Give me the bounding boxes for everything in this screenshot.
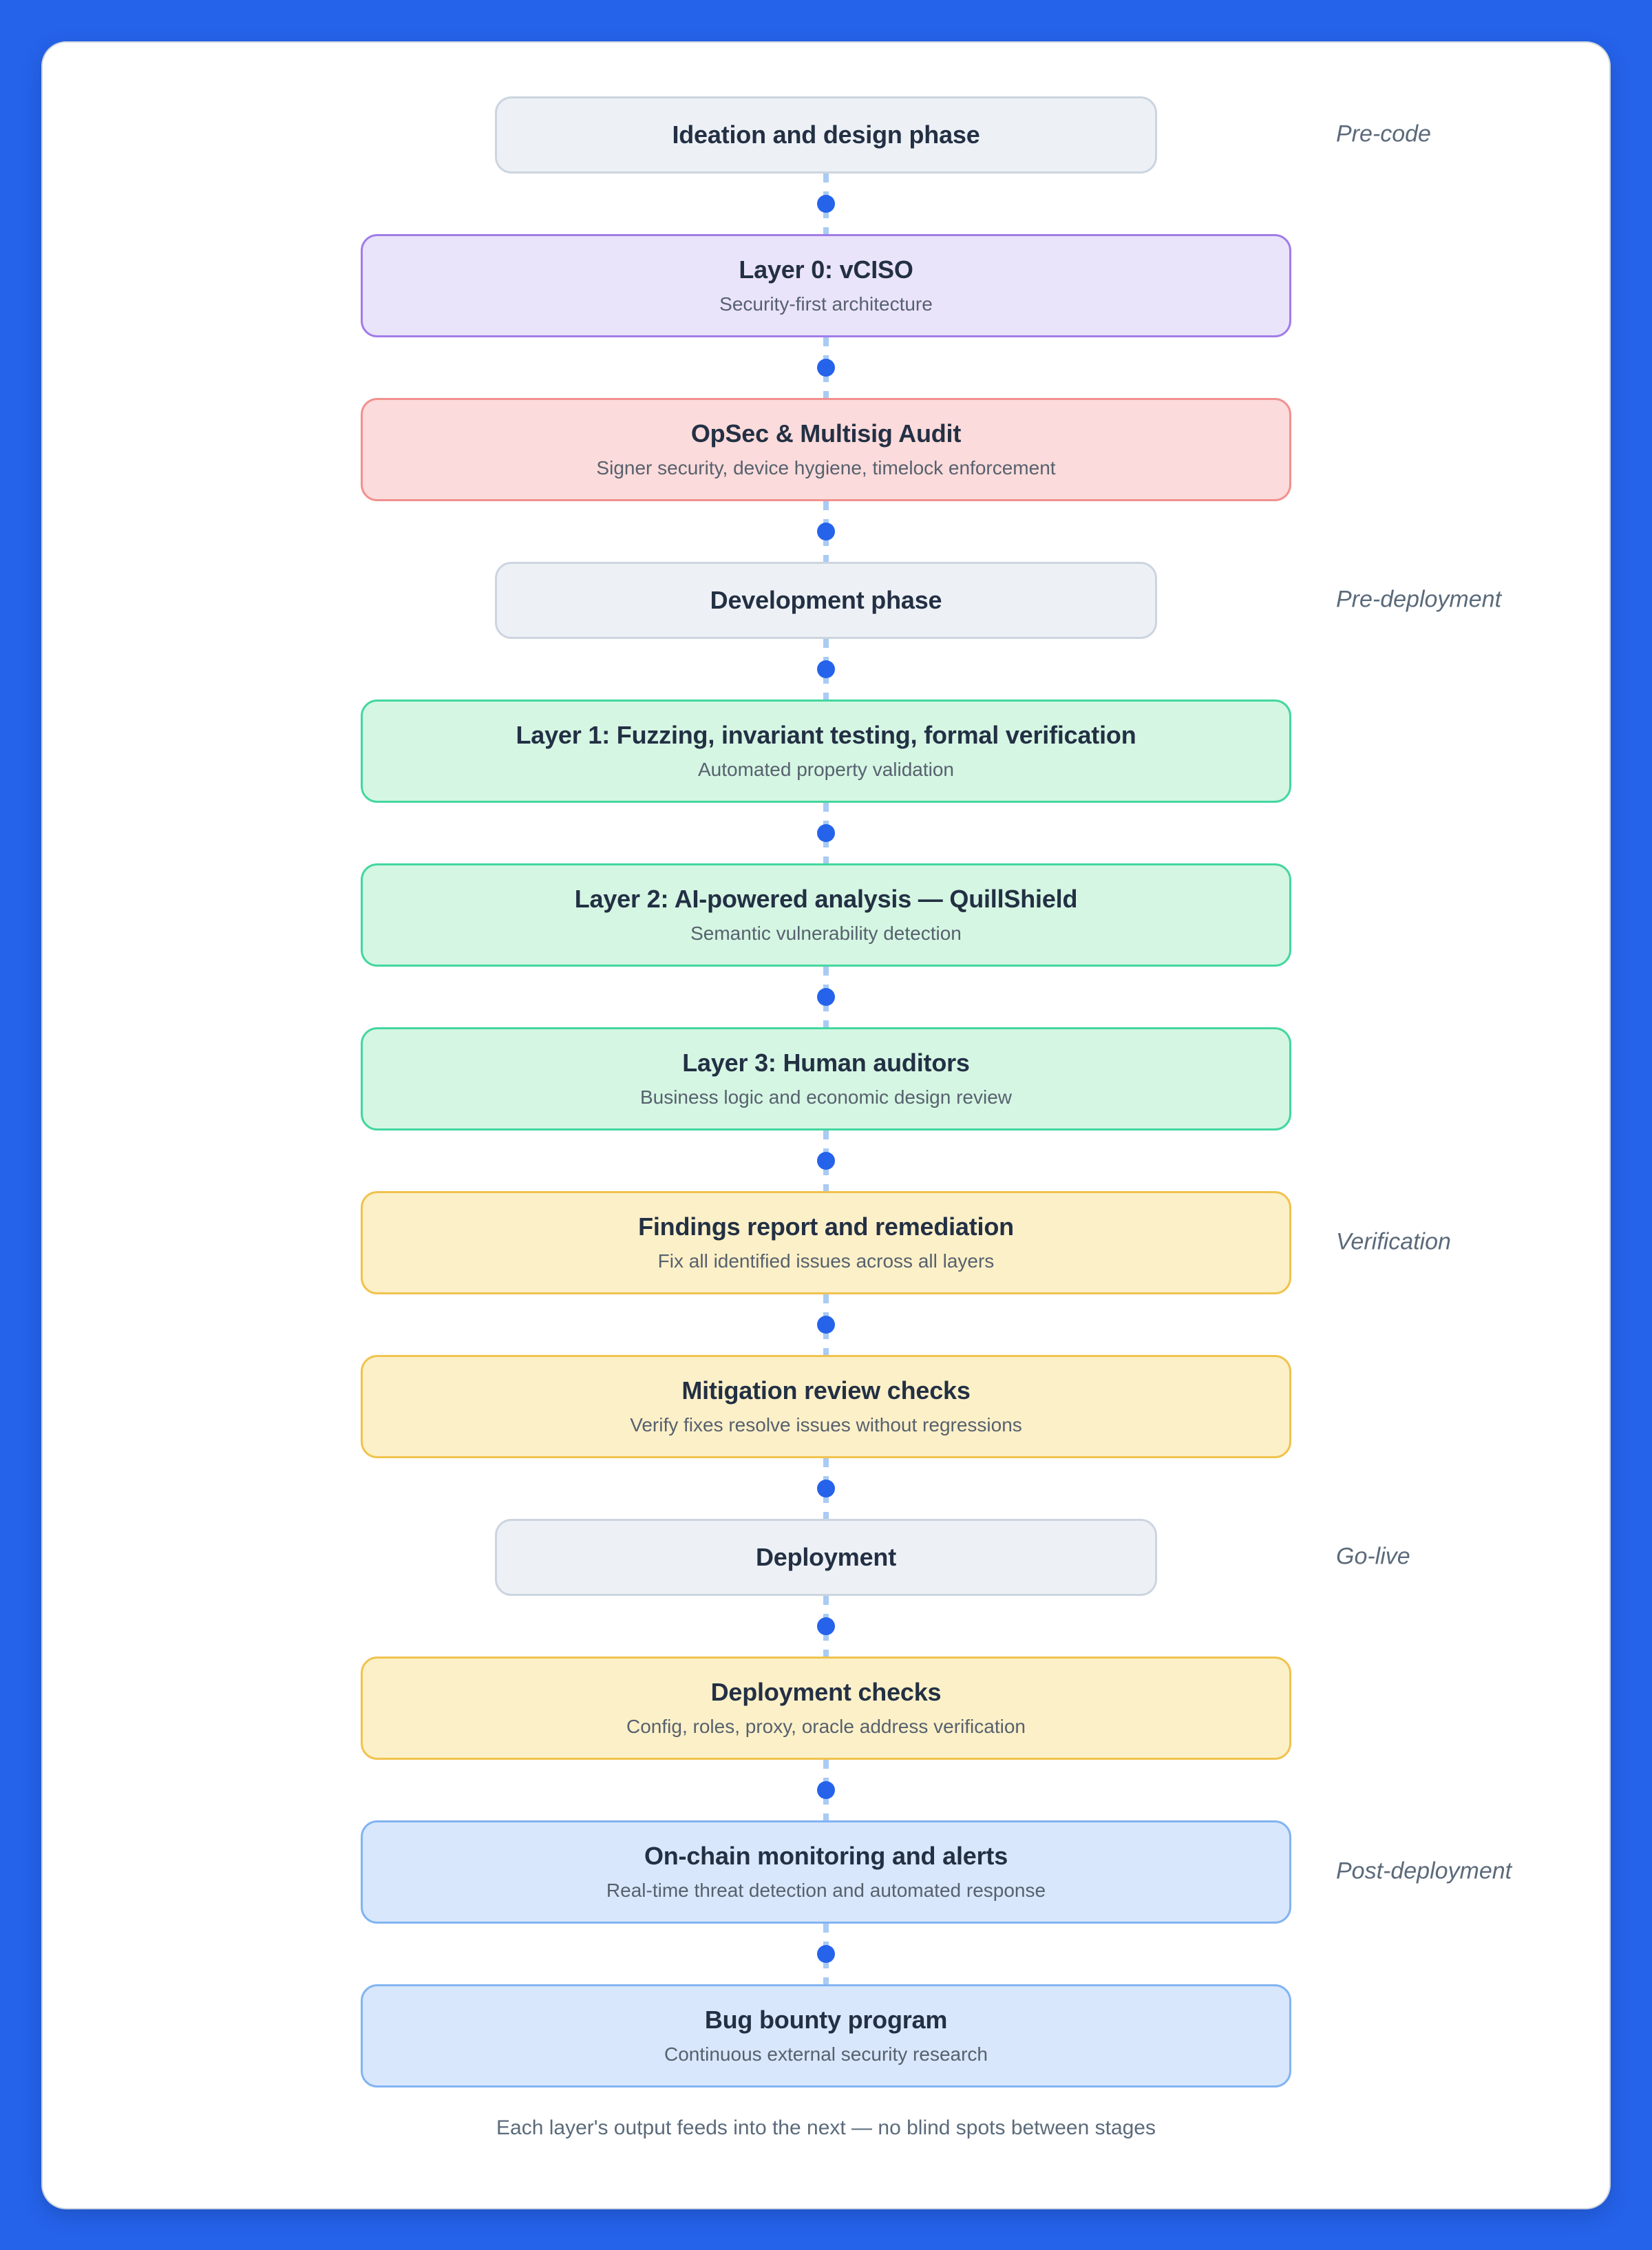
flow-row: Layer 1: Fuzzing, invariant testing, for… [43,700,1609,803]
node-subtitle: Real-time threat detection and automated… [606,1879,1046,1901]
node-deployment: Deployment [495,1519,1157,1596]
node-title: Layer 3: Human auditors [682,1049,970,1077]
node-title: On-chain monitoring and alerts [644,1842,1008,1871]
node-subtitle: Fix all identified issues across all lay… [657,1250,995,1272]
flow-connector [816,1760,836,1820]
node-title: Deployment [755,1543,897,1572]
connector-dot [817,1316,835,1334]
flow-row: Development phase Pre-deployment [43,562,1609,639]
node-title: Layer 0: vCISO [739,255,913,284]
node-development-phase: Development phase [495,562,1157,639]
connector-dot [817,523,835,540]
flow-connector [816,174,836,234]
node-ideation-design-phase: Ideation and design phase [495,96,1157,174]
node-title: Ideation and design phase [672,120,980,149]
node-layer1-fuzzing: Layer 1: Fuzzing, invariant testing, for… [361,700,1291,803]
flow-row: Layer 2: AI-powered analysis — QuillShie… [43,863,1609,967]
node-title: Mitigation review checks [681,1376,971,1405]
node-subtitle: Config, roles, proxy, oracle address ver… [626,1715,1026,1737]
node-subtitle: Security-first architecture [719,293,933,315]
node-subtitle: Automated property validation [698,758,954,780]
connector-dot [817,988,835,1006]
footer-note: Each layer's output feeds into the next … [496,2116,1156,2139]
flow-connector [816,1294,836,1355]
connector-dot [817,824,835,842]
stage-label-post-deployment: Post-deployment [1336,1858,1512,1884]
node-title: OpSec & Multisig Audit [690,419,962,448]
connector-dot [817,1480,835,1497]
connector-dot [817,1945,835,1963]
flow-connector [816,337,836,398]
node-subtitle: Business logic and economic design revie… [639,1086,1013,1108]
flow-row: Ideation and design phase Pre-code [43,96,1609,174]
stage-label-go-live: Go-live [1336,1543,1410,1570]
stage-label-verification: Verification [1336,1228,1451,1255]
flow-row: Deployment Go-live [43,1519,1609,1596]
node-title: Development phase [710,586,942,615]
node-title: Layer 2: AI-powered analysis — QuillShie… [574,885,1078,914]
flow-connector [816,639,836,700]
node-subtitle: Verify fixes resolve issues without regr… [630,1413,1022,1436]
node-layer2-ai-quillshield: Layer 2: AI-powered analysis — QuillShie… [361,863,1291,967]
flow-connector [816,501,836,562]
node-subtitle: Signer security, device hygiene, timeloc… [596,456,1056,479]
node-subtitle: Continuous external security research [664,2043,988,2065]
flow-connector [816,1924,836,1984]
connector-dot [817,1617,835,1635]
stage-label-pre-code: Pre-code [1336,120,1431,147]
flow-connector [816,1458,836,1519]
node-title: Findings report and remediation [638,1212,1014,1241]
node-title: Layer 1: Fuzzing, invariant testing, for… [516,721,1136,750]
connector-dot [817,660,835,678]
flow-connector [816,1596,836,1657]
node-subtitle: Semantic vulnerability detection [690,922,962,944]
connector-dot [817,1781,835,1799]
connector-dot [817,1152,835,1170]
flow-connector [816,1131,836,1191]
flow-row: Layer 0: vCISO Security-first architectur… [43,234,1609,337]
connector-dot [817,359,835,377]
stage-label-pre-deployment: Pre-deployment [1336,586,1502,613]
flow-connector [816,803,836,863]
node-title: Bug bounty program [704,2006,948,2035]
flow-connector [816,967,836,1027]
node-title: Deployment checks [710,1678,942,1707]
connector-dot [817,195,835,213]
node-layer0-vciso: Layer 0: vCISO Security-first architectur… [361,234,1291,337]
